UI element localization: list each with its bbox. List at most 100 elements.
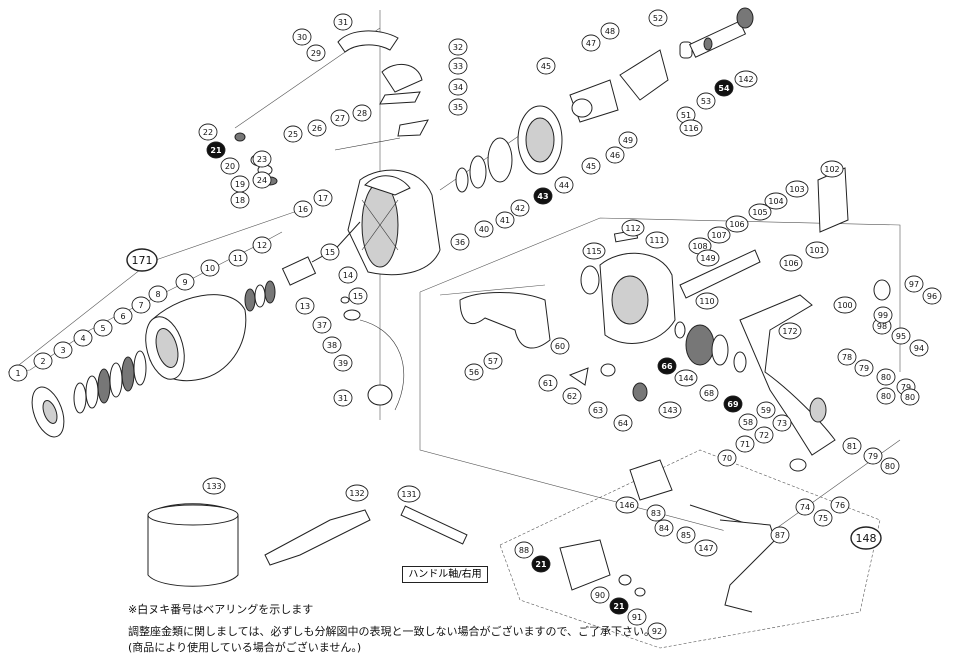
- callout-number: 33: [453, 62, 463, 71]
- spool-parts: [31, 251, 331, 438]
- callout-circle: [538, 374, 558, 392]
- callout-circle: [891, 327, 911, 345]
- callout-number: 45: [541, 62, 551, 71]
- callout-59: 59: [756, 401, 776, 419]
- callout-148: 148: [850, 526, 882, 550]
- callout-circle: [734, 70, 758, 88]
- callout-85: 85: [676, 526, 696, 544]
- callout-circle: [448, 98, 468, 116]
- callout-number: 80: [881, 392, 891, 401]
- callout-107: 107: [707, 226, 731, 244]
- callout-number: 69: [727, 400, 739, 409]
- callout-number: 132: [349, 489, 364, 498]
- callout-circle: [514, 541, 534, 559]
- callout-number: 25: [288, 130, 298, 139]
- shim-note: 調整座金類に関しましては、必ずしも分解図中の表現と一致しない場合がございますので…: [128, 625, 656, 638]
- callout-111: 111: [645, 231, 669, 249]
- callout-38: 38: [322, 336, 342, 354]
- callout-88: 88: [514, 541, 534, 559]
- callout-number: 101: [809, 246, 824, 255]
- callout-32: 32: [448, 38, 468, 56]
- callout-circle: [805, 241, 829, 259]
- callout-57: 57: [483, 352, 503, 370]
- callout-circle: [735, 435, 755, 453]
- callout-number: 106: [729, 220, 744, 229]
- callout-number: 80: [881, 373, 891, 382]
- callout-number: 64: [618, 419, 628, 428]
- callout-48: 48: [600, 22, 620, 40]
- callout-circle: [464, 363, 484, 381]
- callout-43: 43: [533, 187, 553, 205]
- callout-circle: [175, 273, 195, 291]
- callout-21: 21: [609, 597, 629, 615]
- callout-number: 142: [738, 75, 753, 84]
- callout-circle: [582, 242, 606, 260]
- callout-circle: [904, 275, 924, 293]
- callout-circle: [293, 200, 313, 218]
- callout-number: 15: [353, 292, 363, 301]
- callout-number: 26: [312, 124, 322, 133]
- callout-number: 79: [901, 383, 911, 392]
- callout-circle: [550, 337, 570, 355]
- callout-number: 32: [453, 43, 463, 52]
- callout-circle: [200, 259, 220, 277]
- callout-layer: 1234567891011121314151516171819202122232…: [8, 9, 942, 640]
- callout-number: 76: [835, 501, 845, 510]
- callout-104: 104: [764, 192, 788, 210]
- callout-4: 4: [73, 329, 93, 347]
- callout-78: 78: [837, 348, 857, 366]
- callout-circle: [833, 296, 857, 314]
- callout-94: 94: [909, 339, 929, 357]
- callout-number: 99: [878, 311, 888, 320]
- callout-number: 146: [619, 501, 634, 510]
- callout-number: 37: [317, 321, 327, 330]
- callout-circle: [657, 357, 677, 375]
- callout-44: 44: [554, 176, 574, 194]
- callout-circle: [615, 496, 639, 514]
- callout-number: 108: [692, 242, 707, 251]
- callout-number: 52: [653, 14, 663, 23]
- callout-circle: [813, 509, 833, 527]
- callout-number: 38: [327, 341, 337, 350]
- callout-62: 62: [562, 387, 582, 405]
- callout-41: 41: [495, 211, 515, 229]
- callout-72: 72: [754, 426, 774, 444]
- callout-144: 144: [674, 369, 698, 387]
- callout-number: 6: [120, 312, 125, 321]
- callout-circle: [333, 389, 353, 407]
- callout-circle: [676, 526, 696, 544]
- callout-circle: [313, 189, 333, 207]
- callout-number: 97: [909, 280, 919, 289]
- callout-number: 75: [818, 514, 828, 523]
- callout-number: 36: [455, 238, 465, 247]
- callout-number: 111: [649, 236, 664, 245]
- callout-circle: [352, 104, 372, 122]
- callout-87: 87: [770, 526, 790, 544]
- callout-circle: [220, 157, 240, 175]
- callout-circle: [228, 249, 248, 267]
- callout-number: 48: [605, 27, 615, 36]
- callout-circle: [820, 160, 844, 178]
- callout-56: 56: [464, 363, 484, 381]
- gear-section-frame: [419, 217, 901, 541]
- callout-circle: [600, 22, 620, 40]
- callout-circle: [694, 539, 718, 557]
- callout-number: 87: [775, 531, 785, 540]
- callout-number: 79: [868, 452, 878, 461]
- callout-15: 15: [320, 243, 340, 261]
- callout-number: 9: [182, 278, 187, 287]
- callout-circle: [495, 211, 515, 229]
- callout-circle: [696, 92, 716, 110]
- callout-number: 78: [842, 353, 852, 362]
- callout-75: 75: [813, 509, 833, 527]
- callout-number: 4: [80, 334, 85, 343]
- bearing-note: ※白ヌキ番号はベアリングを示します: [128, 603, 314, 616]
- callout-circle: [483, 352, 503, 370]
- callout-number: 98: [877, 322, 887, 331]
- callout-115: 115: [582, 242, 606, 260]
- callout-number: 105: [752, 208, 767, 217]
- callout-circle: [725, 215, 749, 233]
- callout-circle: [330, 109, 350, 127]
- callout-number: 61: [543, 379, 553, 388]
